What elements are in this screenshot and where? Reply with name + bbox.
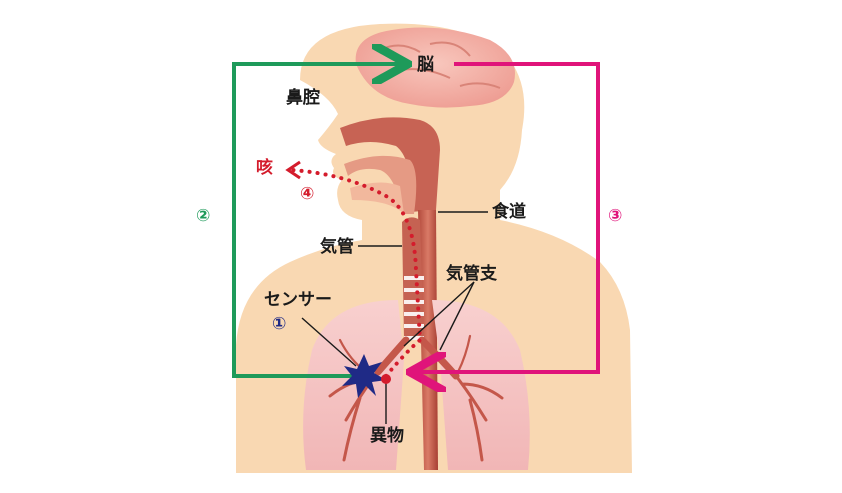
esophagus-label: 食道 — [492, 202, 526, 222]
sensor-label: センサー — [264, 290, 332, 310]
left-lung — [303, 300, 404, 470]
right-lung — [432, 300, 530, 470]
cough-arrowhead — [285, 160, 301, 180]
cough-label: 咳 — [256, 158, 273, 178]
esophagus — [418, 210, 438, 470]
nasal-cavity-label: 鼻腔 — [286, 88, 320, 108]
step-1-marker: ① — [272, 314, 287, 334]
trachea-label: 気管 — [320, 237, 354, 257]
nerve-path-2 — [232, 64, 404, 378]
cough-path — [290, 168, 423, 378]
step-4-marker: ④ — [300, 184, 315, 204]
nerve-path-3 — [414, 62, 600, 372]
bronchi-label: 気管支 — [446, 264, 497, 284]
step-3-marker: ③ — [608, 206, 623, 226]
sensor-leader — [301, 317, 357, 367]
bronchi-leader-left — [403, 281, 475, 347]
brain-label: 脳 — [417, 55, 434, 75]
step-2-marker: ② — [196, 206, 211, 226]
foreign-body-dot — [381, 374, 391, 384]
bronchi-leader-right — [439, 281, 475, 351]
sensor-star — [342, 354, 386, 398]
foreign-body-label: 異物 — [370, 426, 404, 446]
